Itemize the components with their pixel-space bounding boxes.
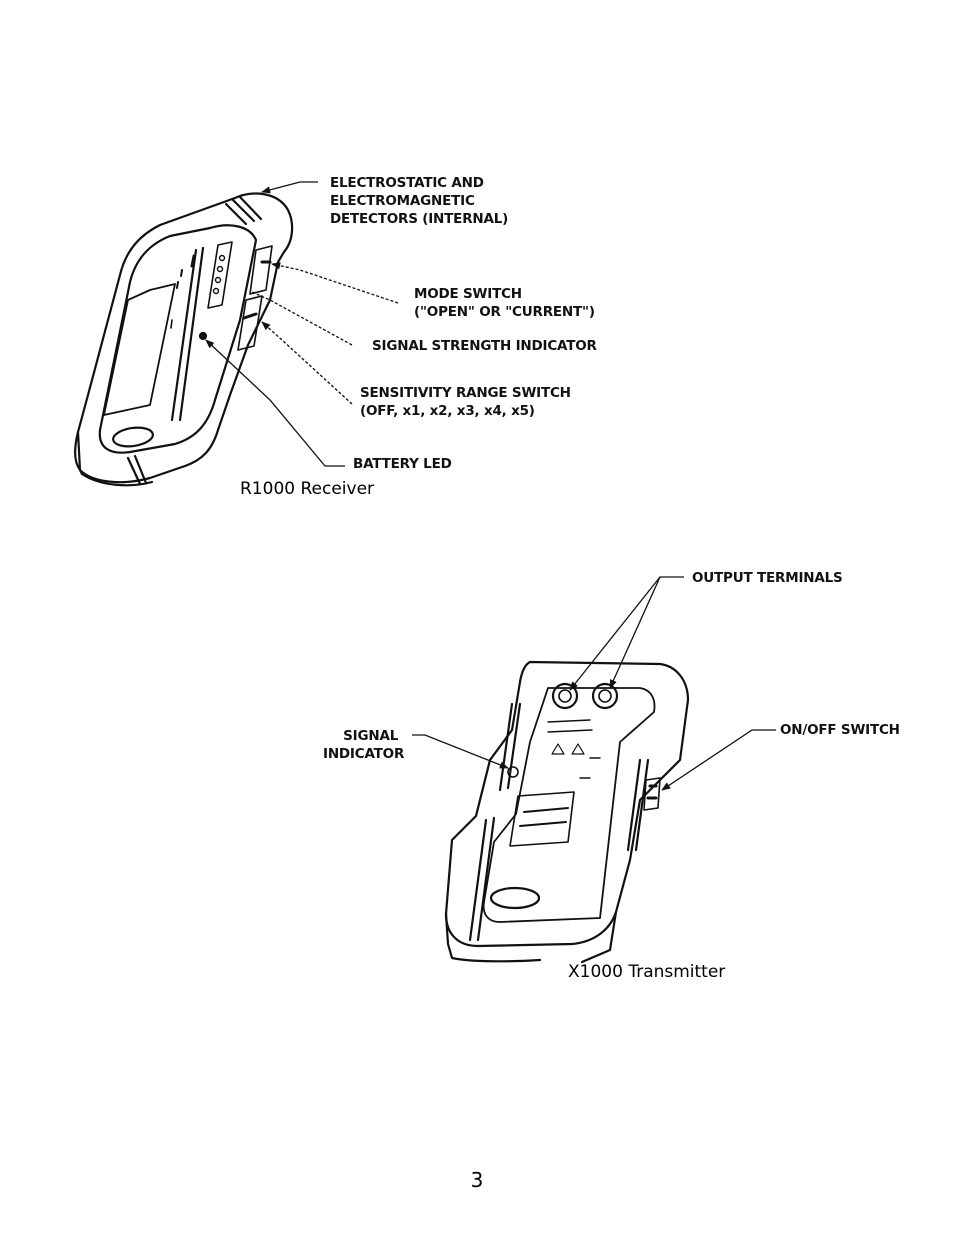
mode-switch-callout: MODE SWITCH ("OPEN" OR "CURRENT") xyxy=(414,286,595,320)
page-number: 3 xyxy=(470,1168,484,1192)
transmitter-caption: X1000 Transmitter xyxy=(568,962,726,982)
receiver-illustration xyxy=(74,192,294,487)
on-off-switch-callout: ON/OFF SWITCH xyxy=(780,722,900,738)
output-terminals-callout: OUTPUT TERMINALS xyxy=(692,570,843,586)
detectors-callout: ELECTROSTATIC AND ELECTROMAGNETIC DETECT… xyxy=(330,175,509,227)
battery-led-callout: BATTERY LED xyxy=(353,456,452,472)
receiver-caption: R1000 Receiver xyxy=(240,479,375,499)
transmitter-illustration xyxy=(444,660,690,964)
signal-indicator-callout: SIGNAL INDICATOR xyxy=(323,728,405,762)
signal-strength-callout: SIGNAL STRENGTH INDICATOR xyxy=(372,338,597,354)
sensitivity-range-callout: SENSITIVITY RANGE SWITCH (OFF, x1, x2, x… xyxy=(360,385,571,419)
